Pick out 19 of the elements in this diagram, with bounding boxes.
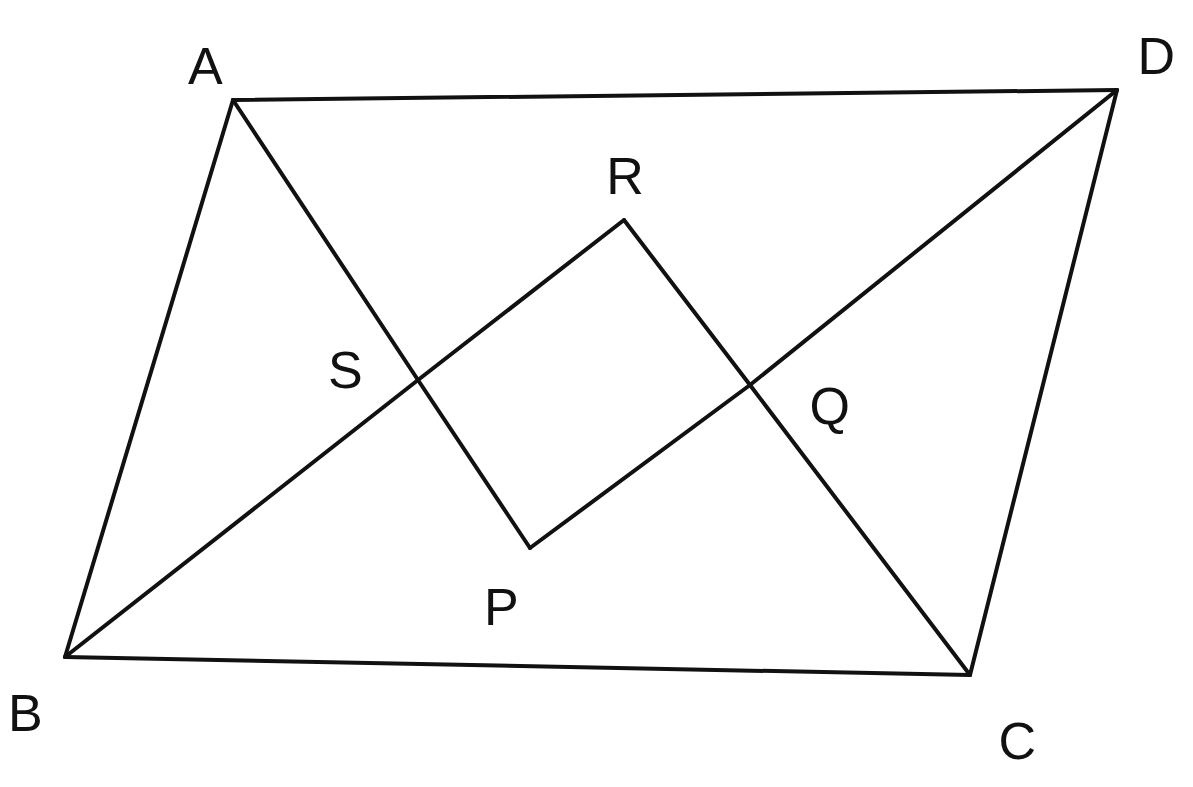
line-segment xyxy=(622,218,752,387)
vertex-label: D xyxy=(1137,30,1175,82)
line-segment xyxy=(231,98,420,382)
vertex-label: P xyxy=(484,581,519,633)
line-segment xyxy=(748,88,1119,387)
vertex-label: B xyxy=(8,687,43,739)
vertex-label: A xyxy=(188,40,223,92)
vertex-label: R xyxy=(606,150,644,202)
vertex-label: Q xyxy=(809,380,850,432)
line-segment xyxy=(968,88,1119,677)
line-segment xyxy=(63,378,420,659)
line-segment xyxy=(528,383,752,550)
line-segment xyxy=(416,218,626,382)
line-segment xyxy=(748,383,972,677)
line-segment xyxy=(231,88,1119,102)
line-segment xyxy=(63,655,972,677)
vertex-label: C xyxy=(998,715,1036,767)
vertex-label: S xyxy=(328,344,363,396)
line-segment xyxy=(416,378,532,550)
